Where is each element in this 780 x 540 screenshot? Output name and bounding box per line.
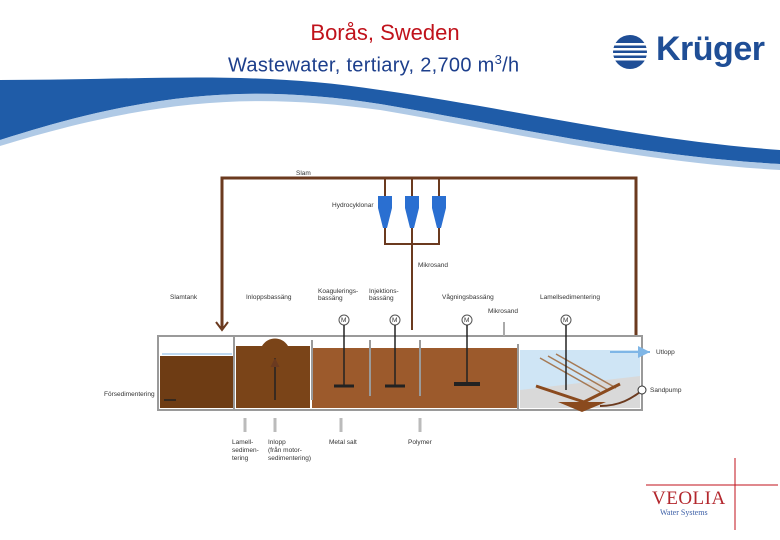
treatment-basin xyxy=(157,335,643,412)
motor-label-3: M xyxy=(464,317,469,324)
label-injektion-1: Injektions- xyxy=(369,288,399,295)
label-lamellsedimentering: Lamellsedimentering xyxy=(540,294,600,301)
label-mikrosand-mid: Mikrosand xyxy=(488,308,518,315)
page-title: Borås, Sweden xyxy=(310,20,460,45)
label-lamell-1: Lamell- xyxy=(232,439,253,446)
label-mikrosand-top: Mikrosand xyxy=(418,262,448,269)
page-subtitle: Wastewater, tertiary, 2,700 m3/h xyxy=(228,52,520,77)
label-inloppsbassang: Inloppsbassäng xyxy=(246,294,292,301)
mixers: M M M M xyxy=(334,314,572,390)
label-sandpump: Sandpump xyxy=(650,387,682,394)
motor-label-2: M xyxy=(392,317,397,324)
kruger-logo: Krüger xyxy=(612,30,772,74)
label-slam: Slam xyxy=(296,170,311,177)
label-utlopp: Utlopp xyxy=(656,349,675,356)
motor-label-1: M xyxy=(341,317,346,324)
kruger-globe-icon xyxy=(613,35,647,69)
label-inlopp-1: Inlopp xyxy=(268,439,286,446)
label-slamtank: Slamtank xyxy=(170,294,198,301)
sandpump-pipe xyxy=(599,391,641,407)
label-koagulering-1: Koagulerings- xyxy=(318,288,358,295)
veolia-wordmark: VEOLIA xyxy=(652,488,726,509)
label-inlopp-2: (från motor- xyxy=(268,446,302,454)
motor-label-4: M xyxy=(563,317,568,324)
header-swoosh xyxy=(0,77,780,164)
label-metallsalt: Metal salt xyxy=(329,439,357,446)
veolia-subtitle: Water Systems xyxy=(660,508,708,517)
kruger-wordmark: Krüger xyxy=(656,30,765,68)
label-vagningsbassang: Vågningsbassäng xyxy=(442,293,494,301)
label-forsedimentering: Försedimentering xyxy=(104,391,155,398)
sandpump-icon xyxy=(637,385,647,395)
label-koagulering-2: bassäng xyxy=(318,295,343,302)
hydrocyclones xyxy=(378,178,446,330)
label-lamell-3: tering xyxy=(232,455,249,462)
label-injektion-2: bassäng xyxy=(369,295,394,302)
veolia-logo: VEOLIA Water Systems xyxy=(652,488,726,517)
label-inlopp-3: sedimentering) xyxy=(268,455,311,462)
label-lamell-2: sedimen- xyxy=(232,447,259,454)
sludge-return-pipe xyxy=(220,176,638,352)
label-polymer: Polymer xyxy=(408,439,433,446)
label-hydrocyklonar: Hydrocyklonar xyxy=(332,202,374,209)
bottom-inflow-arrows xyxy=(243,418,422,432)
